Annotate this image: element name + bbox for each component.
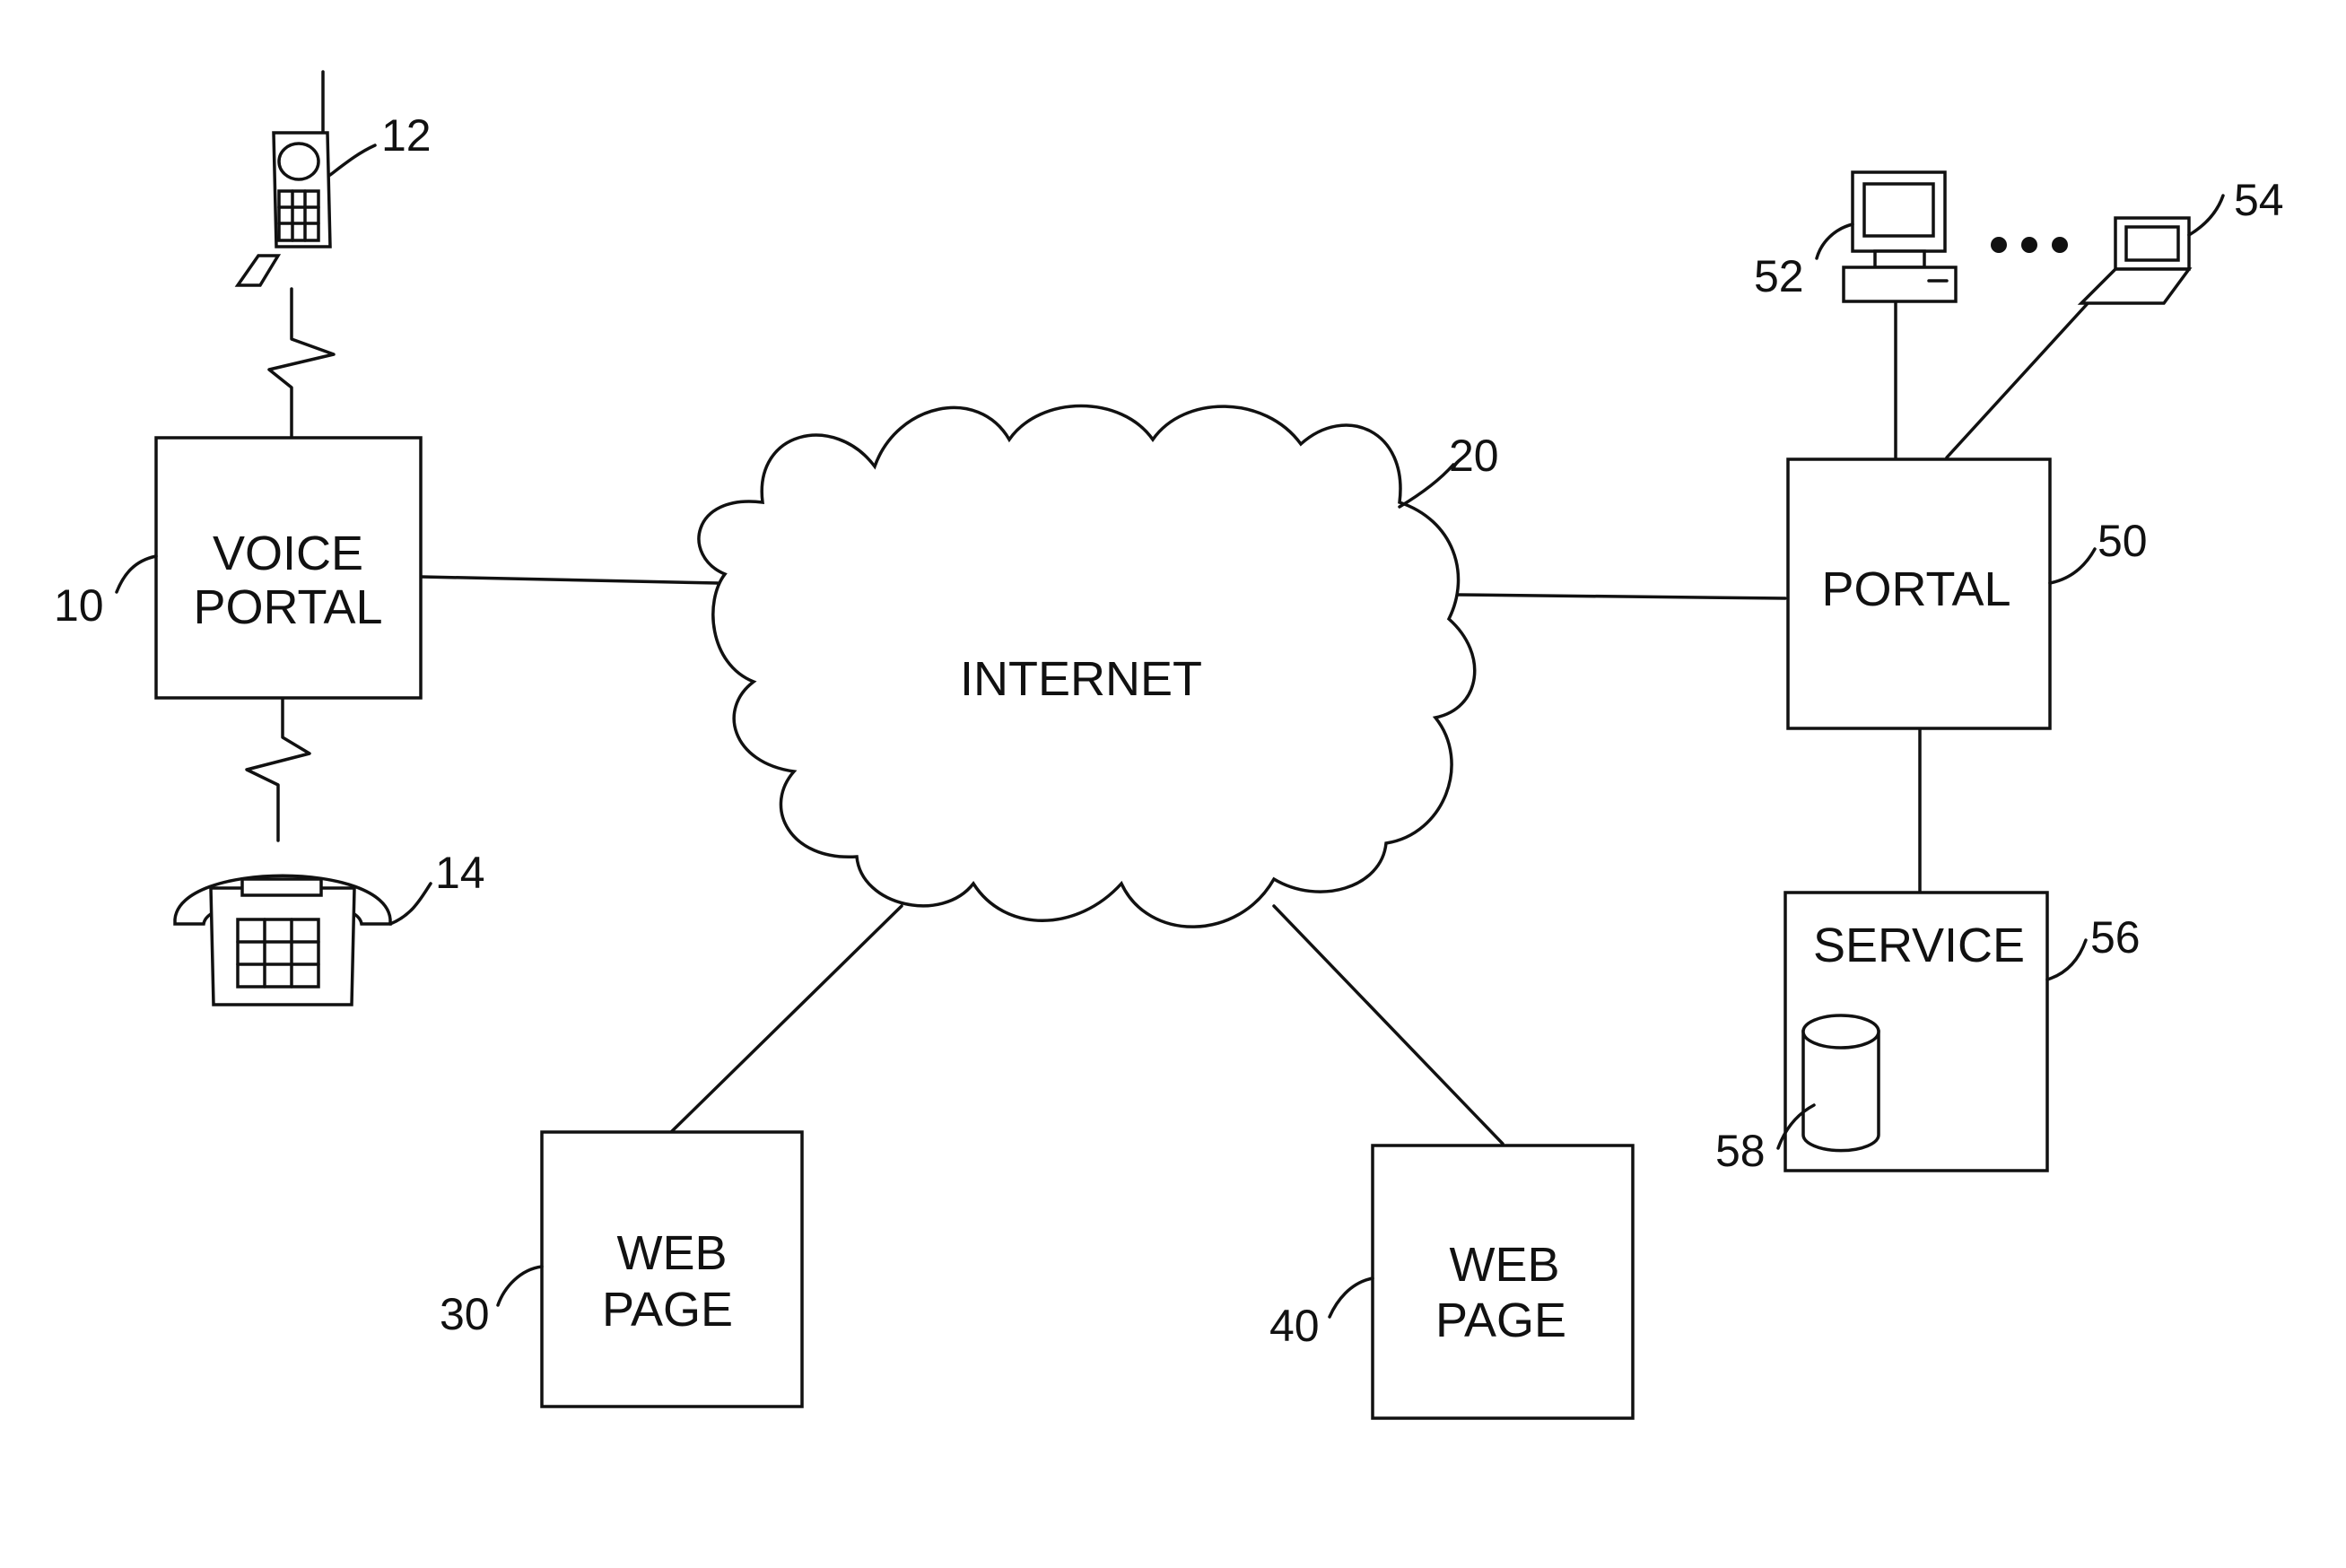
portal-label: PORTAL: [1821, 562, 2010, 616]
link-voice-portal-internet: [422, 577, 718, 583]
web-page-30-label-line1: WEB: [616, 1226, 727, 1280]
internet-ref: 20: [1449, 431, 1499, 481]
desktop-computer-node: 52: [1754, 172, 1956, 301]
desktop-computer-ref: 52: [1754, 251, 1804, 301]
portal-ref: 50: [2097, 516, 2148, 566]
database-ref: 58: [1715, 1126, 1766, 1176]
web-page-30-ref: 30: [440, 1289, 490, 1339]
voice-portal-node: VOICE PORTAL 10: [54, 438, 421, 698]
voice-portal-label-line1: VOICE: [213, 527, 363, 580]
service-ref: 56: [2090, 912, 2141, 963]
portal-ref-leader: [2050, 549, 2095, 583]
desk-phone-icon: [175, 875, 390, 1005]
voice-portal-ref-leader: [117, 556, 156, 592]
service-label: SERVICE: [1813, 919, 2025, 972]
service-ref-leader: [2047, 940, 2086, 980]
link-voice-portal-desk-phone: [247, 695, 310, 841]
cell-phone-ref-leader: [330, 145, 375, 175]
internet-ref-leader: [1400, 465, 1453, 507]
voice-portal-ref: 10: [54, 580, 104, 631]
desk-phone-ref-leader: [390, 884, 431, 924]
desktop-computer-icon: [1844, 172, 1956, 301]
ellipsis-dot: [1991, 237, 2007, 253]
cell-phone-ref: 12: [381, 110, 432, 161]
laptop-ref-leader: [2189, 196, 2223, 235]
more-devices-ellipsis: [1991, 237, 2068, 253]
web-page-30-ref-leader: [498, 1267, 542, 1305]
link-internet-webpage-40: [1274, 906, 1503, 1144]
cell-phone-node: 12: [238, 72, 432, 285]
wireless-link-cell-phone: [269, 289, 334, 438]
web-page-40-node: WEB PAGE 40: [1269, 1146, 1633, 1418]
web-page-40-ref-leader: [1330, 1278, 1373, 1317]
link-internet-portal: [1458, 595, 1785, 598]
web-page-30-label-line2: PAGE: [602, 1283, 733, 1337]
web-page-40-label-line1: WEB: [1449, 1238, 1559, 1292]
service-node: SERVICE 56 58: [1715, 893, 2141, 1176]
web-page-30-node: WEB PAGE 30: [440, 1132, 802, 1407]
link-portal-laptop: [1947, 301, 2090, 457]
laptop-icon: [2081, 218, 2189, 303]
cell-phone-icon: [238, 72, 330, 285]
desktop-computer-ref-leader: [1817, 224, 1853, 258]
database-cylinder-icon: [1803, 1015, 1879, 1151]
link-internet-webpage-30: [671, 906, 902, 1132]
internet-cloud: INTERNET 20: [699, 406, 1499, 928]
ellipsis-dot: [2021, 237, 2037, 253]
web-page-40-label-line2: PAGE: [1435, 1294, 1566, 1347]
voice-portal-label-line2: PORTAL: [193, 580, 382, 634]
desk-phone-node: 14: [175, 848, 485, 1005]
ellipsis-dot: [2052, 237, 2068, 253]
web-page-40-ref: 40: [1269, 1301, 1320, 1351]
portal-node: PORTAL 50: [1788, 459, 2148, 728]
internet-label: INTERNET: [960, 652, 1202, 706]
laptop-node: 54: [2081, 175, 2284, 303]
desk-phone-ref: 14: [435, 848, 485, 898]
laptop-ref: 54: [2234, 175, 2284, 225]
